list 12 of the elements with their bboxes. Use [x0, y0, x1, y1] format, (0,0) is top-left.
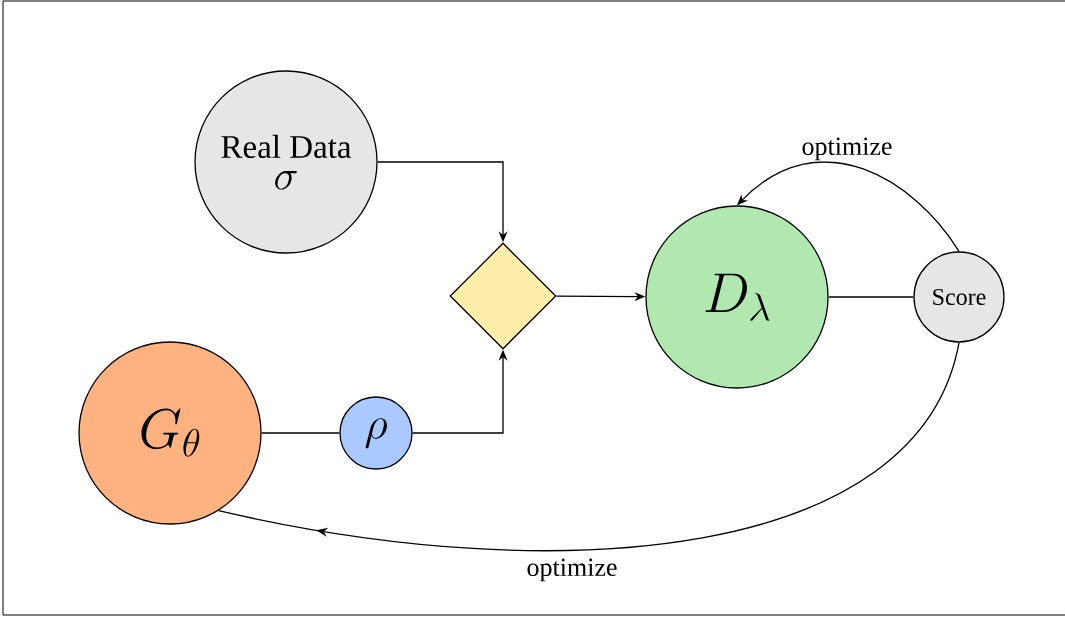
circle-node: $\rho$	[339, 396, 413, 470]
edge-label: optimize	[525, 557, 619, 583]
connector-line	[261, 432, 340, 434]
arrow	[217, 342, 960, 552]
circle-node: Real Data $\sigma$	[194, 70, 378, 254]
decision-diamond	[449, 242, 557, 350]
circle-node: $G_\theta$	[78, 341, 262, 525]
circle-node: $D_\lambda$	[645, 205, 829, 389]
arrow	[737, 161, 960, 252]
edge-label: optimize	[800, 136, 894, 162]
circle-node: Score	[913, 251, 1005, 343]
connector-line	[828, 296, 914, 298]
